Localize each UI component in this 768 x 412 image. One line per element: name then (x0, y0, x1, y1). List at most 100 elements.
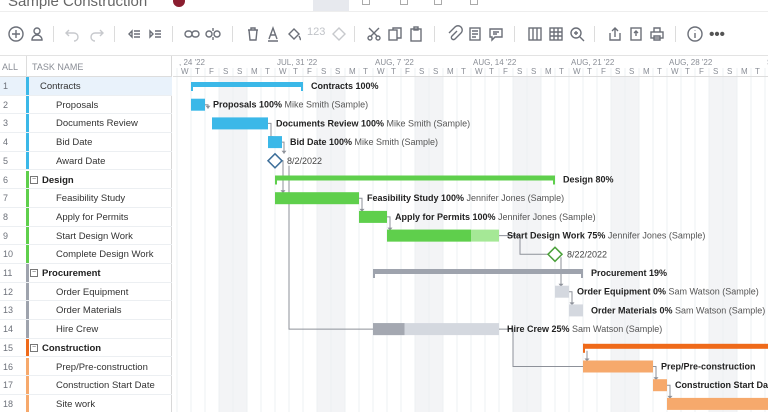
collapse-toggle-icon[interactable]: − (30, 175, 38, 184)
weekend-shade (611, 77, 625, 412)
task-bar[interactable] (667, 397, 768, 410)
comments-icon[interactable] (487, 25, 505, 43)
day-letter: S (615, 67, 620, 76)
task-name[interactable]: Hire Crew (56, 324, 99, 336)
outdent-icon[interactable] (125, 25, 143, 43)
task-name[interactable]: Documents Review (56, 118, 138, 130)
undo-icon[interactable] (63, 25, 81, 43)
task-name[interactable]: Complete Design Work (56, 249, 154, 261)
summary-bar[interactable] (191, 82, 303, 87)
attachment-icon[interactable] (445, 25, 463, 43)
week-label: JUL, 31 '22 (277, 58, 318, 67)
cut-icon[interactable] (365, 25, 383, 43)
task-name[interactable]: Order Equipment (56, 286, 129, 298)
task-bar[interactable] (275, 192, 359, 205)
grid-icon[interactable] (547, 25, 565, 43)
row-color-bar (26, 357, 29, 376)
task-bar[interactable] (268, 136, 282, 149)
redo-icon[interactable] (88, 25, 106, 43)
more-icon[interactable]: ••• (709, 25, 725, 43)
task-name[interactable]: Order Materials (56, 305, 122, 317)
table-row[interactable]: 6−Design (0, 170, 172, 190)
view-tab-icon[interactable] (434, 0, 442, 5)
task-name[interactable]: Construction Start Date (56, 380, 155, 392)
add-task-icon[interactable] (7, 25, 25, 43)
milestone-diamond[interactable] (266, 152, 284, 169)
summary-bar[interactable] (275, 175, 555, 181)
task-bar[interactable] (359, 210, 387, 223)
task-bar[interactable] (212, 117, 268, 130)
link-icon[interactable] (183, 25, 201, 43)
task-name[interactable]: Apply for Permits (56, 211, 129, 223)
view-tab-icon[interactable] (400, 0, 408, 5)
task-bar[interactable] (555, 285, 569, 298)
active-view-tab[interactable] (313, 0, 349, 11)
day-letter: S (531, 67, 536, 76)
view-tab-icon[interactable] (470, 0, 478, 5)
table-row[interactable]: 15−Construction (0, 338, 172, 358)
milestone-icon[interactable] (330, 25, 348, 43)
task-name[interactable]: Bid Date (56, 137, 93, 149)
number-format-icon[interactable]: 123 (307, 26, 326, 38)
summary-bar[interactable] (373, 269, 583, 274)
toolbar: 123 ••• (0, 12, 768, 56)
task-bar[interactable] (653, 379, 667, 392)
delete-icon[interactable] (244, 25, 262, 43)
task-name[interactable]: Start Design Work (56, 230, 133, 242)
task-name[interactable]: Feasibility Study (56, 193, 126, 205)
view-tab-icon[interactable] (362, 0, 370, 5)
indent-icon[interactable] (146, 25, 164, 43)
task-name[interactable]: Procurement (42, 268, 101, 279)
milestone-diamond[interactable] (546, 246, 564, 263)
project-avatar-icon[interactable] (173, 0, 185, 7)
day-letter: M (349, 67, 356, 76)
fill-color-icon[interactable] (285, 25, 303, 43)
share-icon[interactable] (627, 25, 645, 43)
summary-bar[interactable] (583, 343, 768, 349)
print-icon[interactable] (648, 25, 666, 43)
columns-icon[interactable] (526, 25, 544, 43)
task-name[interactable]: Award Date (56, 155, 106, 167)
task-bar[interactable] (191, 98, 205, 111)
paste-icon[interactable] (407, 25, 425, 43)
task-name[interactable]: Design (42, 174, 74, 186)
task-name[interactable]: Site work (56, 398, 96, 410)
table-row[interactable]: 11−Procurement (0, 264, 172, 283)
info-icon[interactable] (686, 25, 704, 43)
day-letter: T (195, 67, 200, 76)
row-number: 1 (3, 81, 9, 91)
collapse-toggle-icon[interactable]: − (30, 343, 38, 352)
task-name[interactable]: Proposals (56, 99, 99, 111)
notes-icon[interactable] (466, 25, 484, 43)
day-letter: F (307, 67, 312, 76)
task-name[interactable]: Construction (42, 342, 102, 354)
export-icon[interactable] (606, 25, 624, 43)
select-all-header[interactable]: ALL (2, 62, 19, 72)
collapse-toggle-icon[interactable]: − (30, 269, 38, 277)
zoom-icon[interactable] (568, 25, 586, 43)
task-bar[interactable] (569, 304, 583, 317)
copy-icon[interactable] (386, 25, 404, 43)
assign-user-icon[interactable] (29, 25, 47, 43)
task-name[interactable]: Prep/Pre-construction (56, 361, 148, 373)
font-icon[interactable] (264, 25, 282, 43)
task-name[interactable]: Contracts (40, 81, 81, 92)
task-name-header[interactable]: TASK NAME (32, 62, 84, 72)
unlink-icon[interactable] (204, 25, 222, 43)
table-row[interactable]: 1 Contracts (0, 77, 172, 96)
task-bar[interactable] (583, 360, 653, 373)
